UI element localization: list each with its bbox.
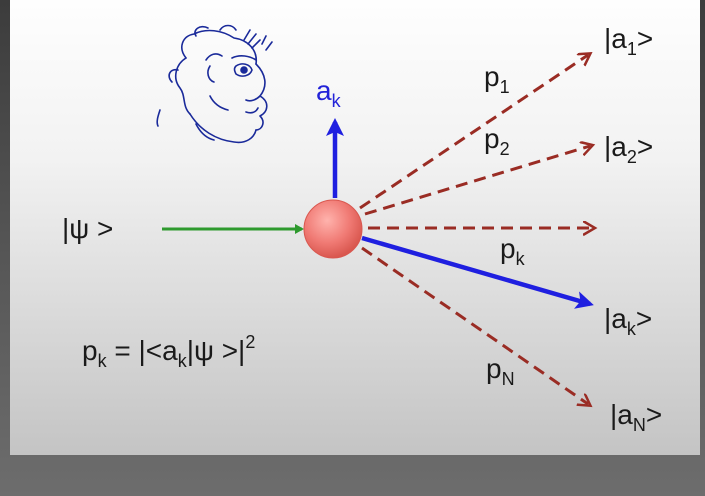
measurement-diagram: |ψ > ak |a1> |a2> |ak> |aN> p1 p2 pk pN …: [10, 0, 700, 455]
prob-label-1: p1: [484, 61, 510, 97]
prob-label-2: p2: [484, 123, 510, 159]
prob-label-N: pN: [486, 353, 515, 389]
outcome-label-N: |aN>: [610, 399, 662, 435]
outcome-label-k: |ak>: [604, 303, 652, 339]
particle: [304, 200, 362, 258]
outcome-arrows: [360, 55, 592, 404]
slide-panel: |ψ > ak |a1> |a2> |ak> |aN> p1 p2 pk pN …: [10, 0, 700, 455]
observable-label: ak: [316, 75, 342, 111]
prob-label-k: pk: [500, 233, 526, 269]
born-rule-formula: pk = |<ak|ψ >|2: [82, 332, 255, 371]
outcome-arrow-2: [365, 146, 590, 214]
outcome-arrow-1: [360, 55, 588, 208]
face-sketch-icon: [157, 26, 272, 143]
outcome-label-1: |a1>: [604, 23, 653, 59]
psi-state-label: |ψ >: [62, 213, 113, 244]
outcome-label-2: |a2>: [604, 131, 653, 167]
